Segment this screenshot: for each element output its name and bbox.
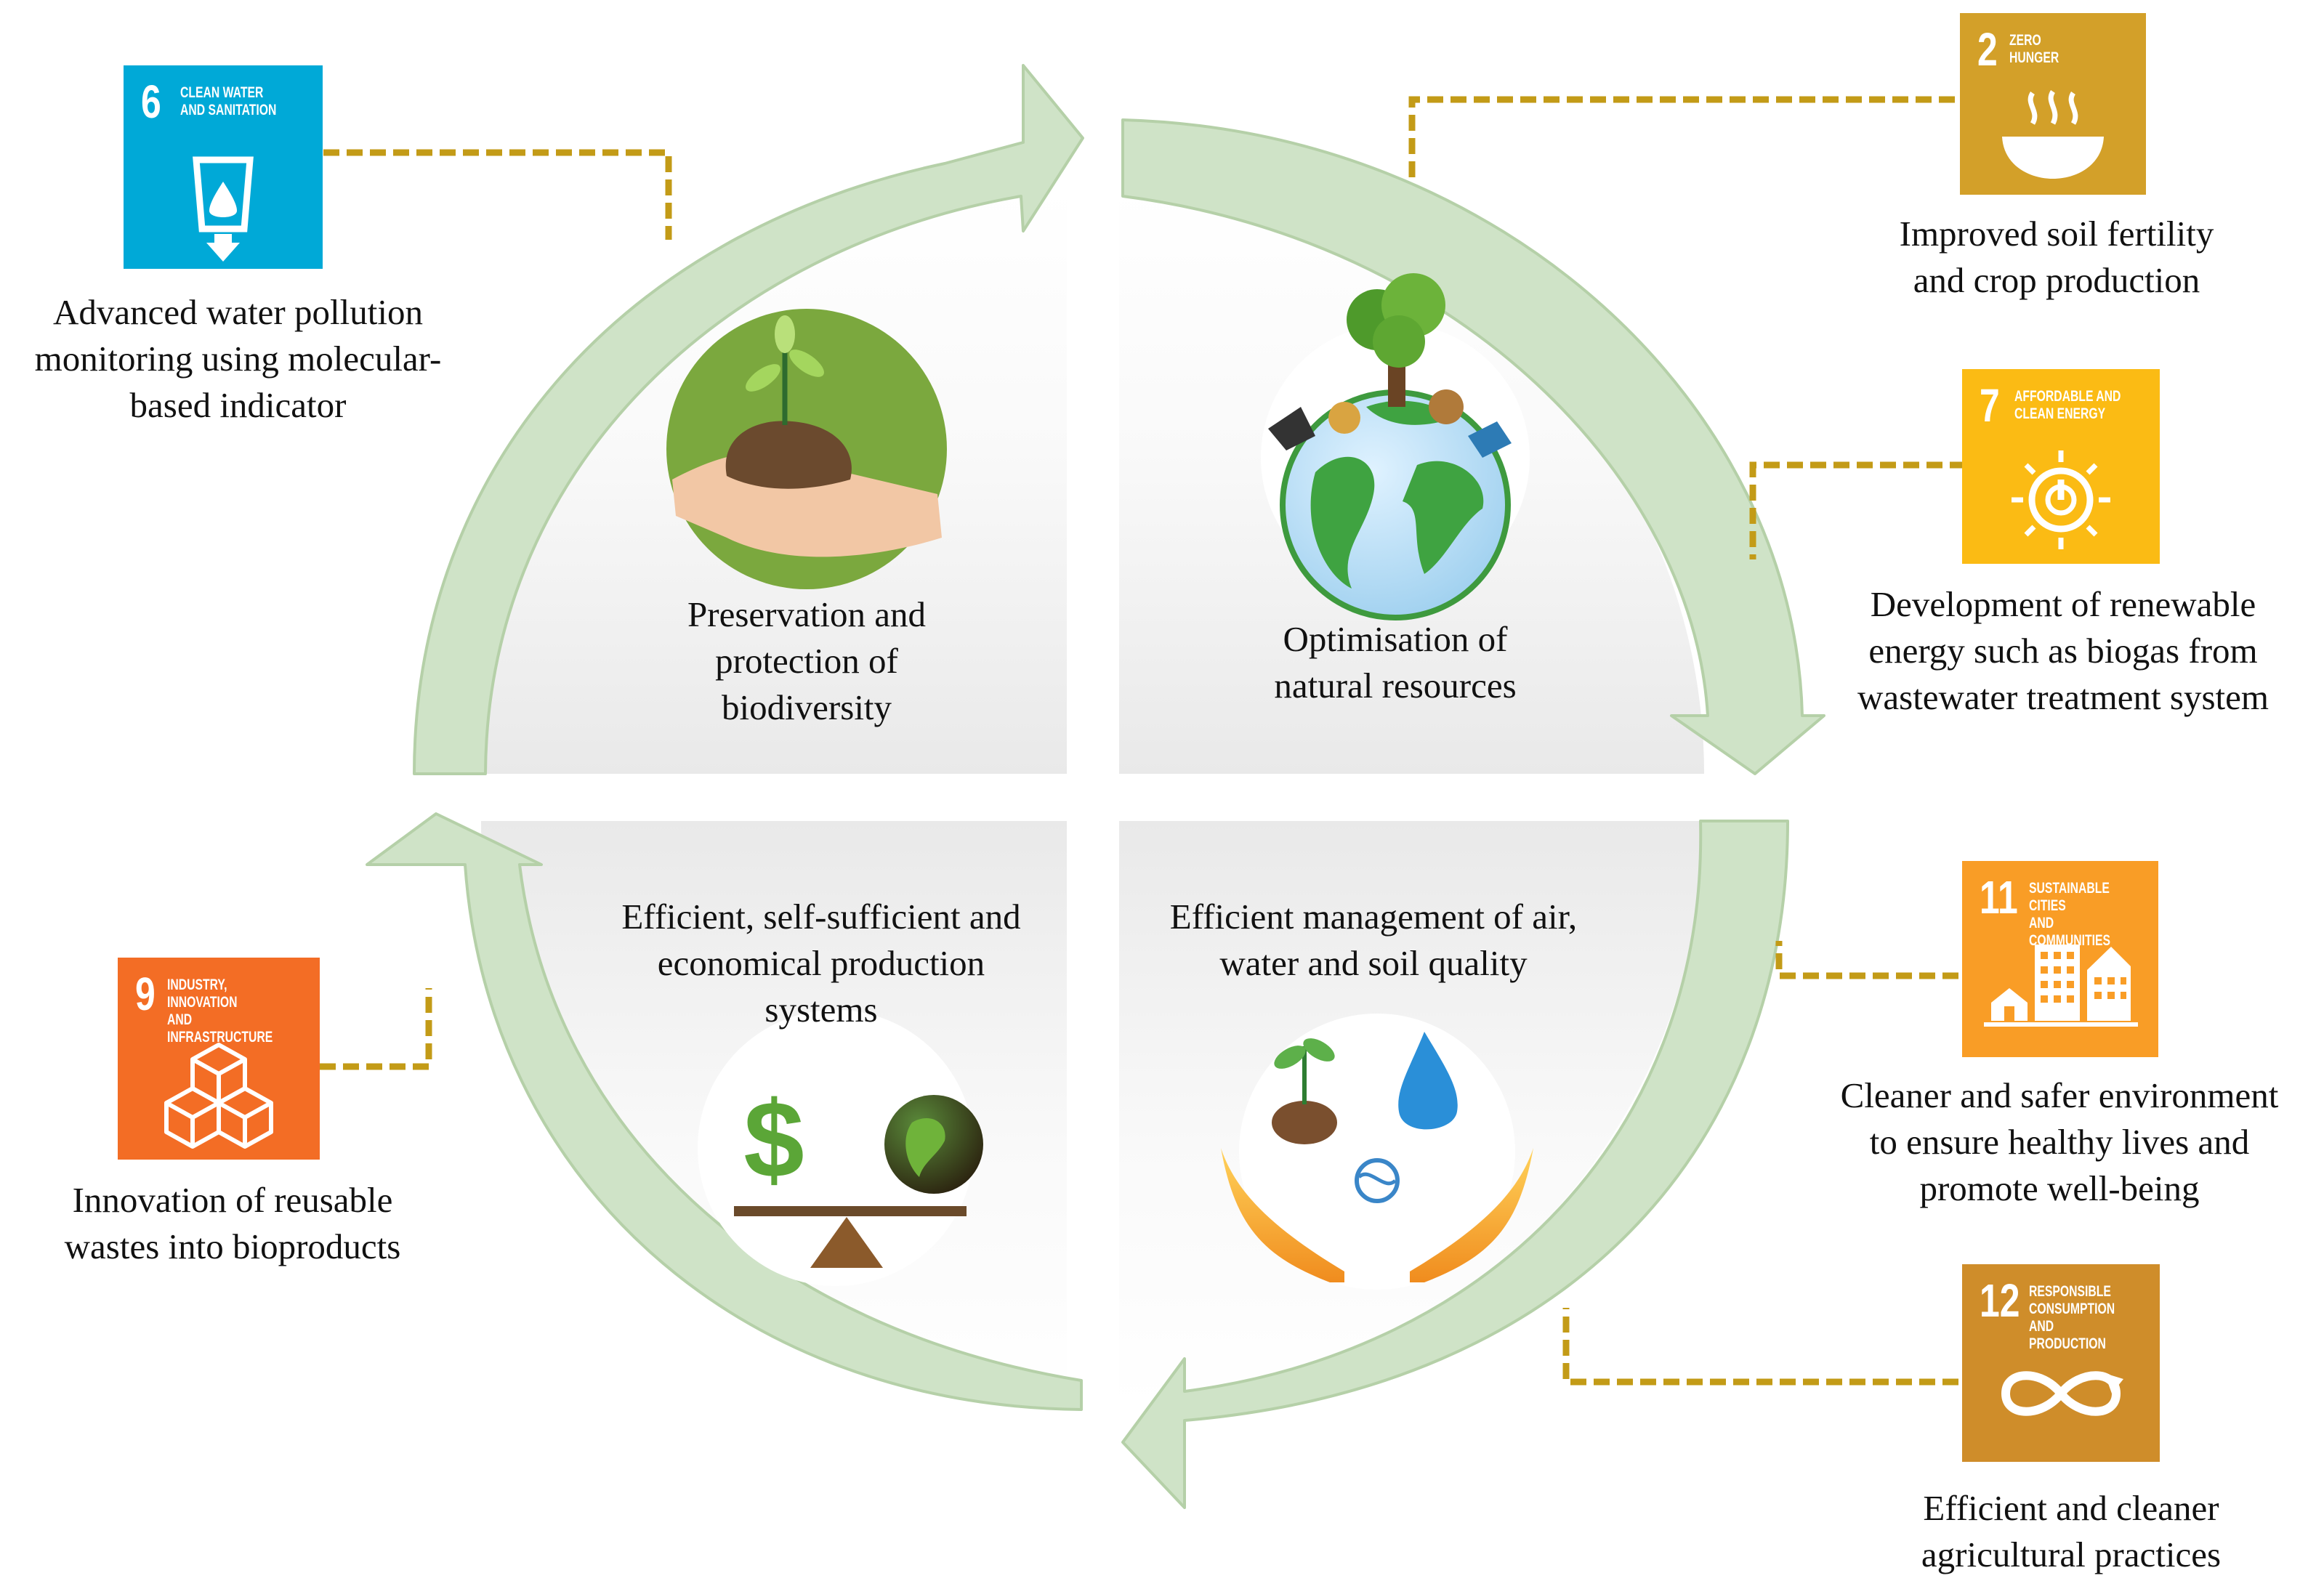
sdg11-number: 11 bbox=[1980, 871, 2018, 923]
sdg7-number: 7 bbox=[1980, 379, 2000, 432]
arrow-top-left bbox=[413, 64, 1084, 775]
svg-text:$: $ bbox=[743, 1078, 804, 1200]
sdg9-title: INDUSTRY, INNOVATION AND INFRASTRUCTURE bbox=[167, 976, 273, 1046]
sdg12-title: RESPONSIBLE CONSUMPTION AND PRODUCTION bbox=[2029, 1283, 2115, 1352]
sdg2-badge: 2 ZERO HUNGER bbox=[1960, 13, 2146, 195]
sdg7-title: AFFORDABLE AND CLEAN ENERGY bbox=[2014, 388, 2121, 422]
outcome-sdg6: Advanced water pollution monitoring usin… bbox=[34, 292, 442, 425]
arrow-bottom-left bbox=[366, 812, 1083, 1411]
connector-sdg6 bbox=[323, 149, 672, 240]
dashed-connectors bbox=[320, 96, 1966, 1386]
hand-soil-sprout-icon bbox=[666, 309, 947, 589]
connector-sdg7 bbox=[1749, 461, 1966, 559]
bowl-icon bbox=[2002, 90, 2104, 179]
quadrant-label-bottom-right: Efficient management of air, water and s… bbox=[1169, 897, 1578, 983]
sun-power-icon bbox=[2012, 450, 2110, 549]
sdg6-title: CLEAN WATER AND SANITATION bbox=[180, 84, 277, 118]
infinity-icon bbox=[2001, 1371, 2123, 1416]
sdg9-badge: 9 INDUSTRY, INNOVATION AND INFRASTRUCTUR… bbox=[118, 958, 320, 1160]
quadrant-label-bottom-left: Efficient, self-sufficient and economica… bbox=[621, 897, 1021, 1030]
outcome-sdg2: Improved soil fertility and crop product… bbox=[1899, 214, 2214, 300]
arrow-bottom-right bbox=[1121, 820, 1789, 1509]
cubes-icon bbox=[164, 1043, 273, 1149]
connector-sdg12 bbox=[1562, 1308, 1958, 1386]
hands-plant-water-icon bbox=[1221, 1014, 1533, 1290]
connector-sdg2 bbox=[1408, 96, 1955, 180]
sdg9-number: 9 bbox=[135, 968, 156, 1020]
quadrant-label-top-left: Preservation and protection of biodivers… bbox=[687, 594, 926, 727]
outcome-sdg12: Efficient and cleaner agricultural pract… bbox=[1921, 1488, 2222, 1574]
earth-tree-resources-icon bbox=[1261, 273, 1530, 620]
city-icon bbox=[1984, 945, 2138, 1027]
water-glass-icon bbox=[193, 156, 254, 262]
connector-sdg11 bbox=[1775, 941, 1958, 979]
connector-sdg9 bbox=[320, 988, 432, 1070]
outcome-sdg7: Development of renewable energy such as … bbox=[1857, 584, 2269, 717]
sdg2-title: ZERO HUNGER bbox=[2009, 32, 2059, 66]
sdg7-badge: 7 AFFORDABLE AND CLEAN ENERGY bbox=[1962, 369, 2160, 564]
outcome-sdg11: Cleaner and safer environment to ensure … bbox=[1840, 1075, 2279, 1208]
dollar-globe-balance-icon: $ bbox=[698, 1010, 983, 1286]
sdg6-badge: 6 CLEAN WATER AND SANITATION bbox=[124, 65, 323, 269]
sdg2-number: 2 bbox=[1977, 23, 1998, 76]
sdg12-number: 12 bbox=[1980, 1274, 2020, 1327]
sdg12-badge: 12 RESPONSIBLE CONSUMPTION AND PRODUCTIO… bbox=[1962, 1264, 2160, 1462]
sdg11-badge: 11 SUSTAINABLE CITIES AND COMMUNITIES bbox=[1962, 861, 2158, 1057]
outcome-sdg9: Innovation of reusable wastes into biopr… bbox=[64, 1180, 401, 1266]
cycle-arrows bbox=[366, 64, 1825, 1509]
quadrant-label-top-right: Optimisation of natural resources bbox=[1274, 619, 1517, 705]
sdg6-number: 6 bbox=[141, 76, 161, 128]
